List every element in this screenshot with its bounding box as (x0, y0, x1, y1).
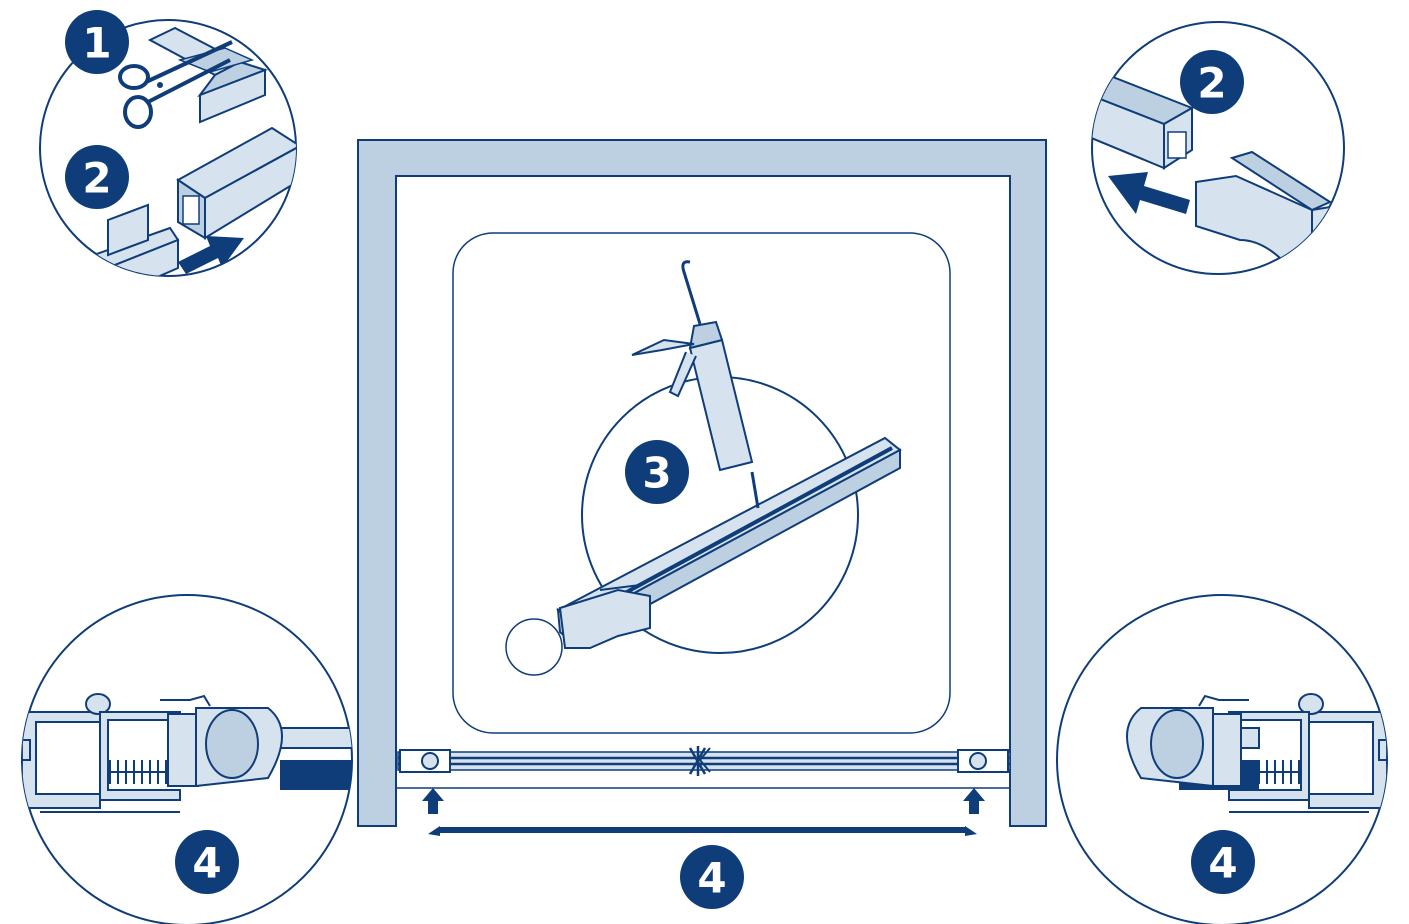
arrow-left-icon (1108, 172, 1190, 214)
caulking-gun (631, 260, 760, 509)
step2-right-badge (1180, 50, 1244, 114)
bottom-right-detail: 4 (1056, 594, 1388, 924)
bottom-left-detail: 4 (21, 594, 353, 924)
threshold-profile (556, 436, 902, 649)
step3-number: 3 (642, 449, 671, 498)
step4-left-number: 4 (192, 839, 221, 888)
arrow-up-left (422, 788, 444, 814)
step1-number: 1 (82, 19, 111, 68)
step2-left-number: 2 (82, 154, 111, 203)
step4-center-number: 4 (697, 854, 726, 903)
step4-center-badge (680, 845, 744, 909)
step2-right-number: 2 (1197, 59, 1226, 108)
step4-right-number: 4 (1208, 839, 1237, 888)
step3-illustration: 3 (505, 260, 902, 676)
u-profile-cut (147, 26, 269, 124)
shower-tray-outline (452, 232, 951, 734)
spring-icon (104, 760, 176, 784)
small-detail-circle (505, 618, 563, 676)
step2-left-badge (65, 145, 129, 209)
top-right-detail: 2 (1091, 21, 1345, 275)
loose-profile-bar (428, 826, 977, 836)
top-left-detail: 1 2 (39, 10, 297, 277)
shower-frame (357, 139, 1047, 827)
step1-badge (65, 10, 129, 74)
arrow-up-right (963, 788, 985, 814)
step3-badge (625, 440, 689, 504)
bottom-rail (397, 746, 1011, 776)
scissors-icon (118, 40, 233, 129)
step4-right-badge (1191, 830, 1255, 894)
step4-left-badge (175, 830, 239, 894)
